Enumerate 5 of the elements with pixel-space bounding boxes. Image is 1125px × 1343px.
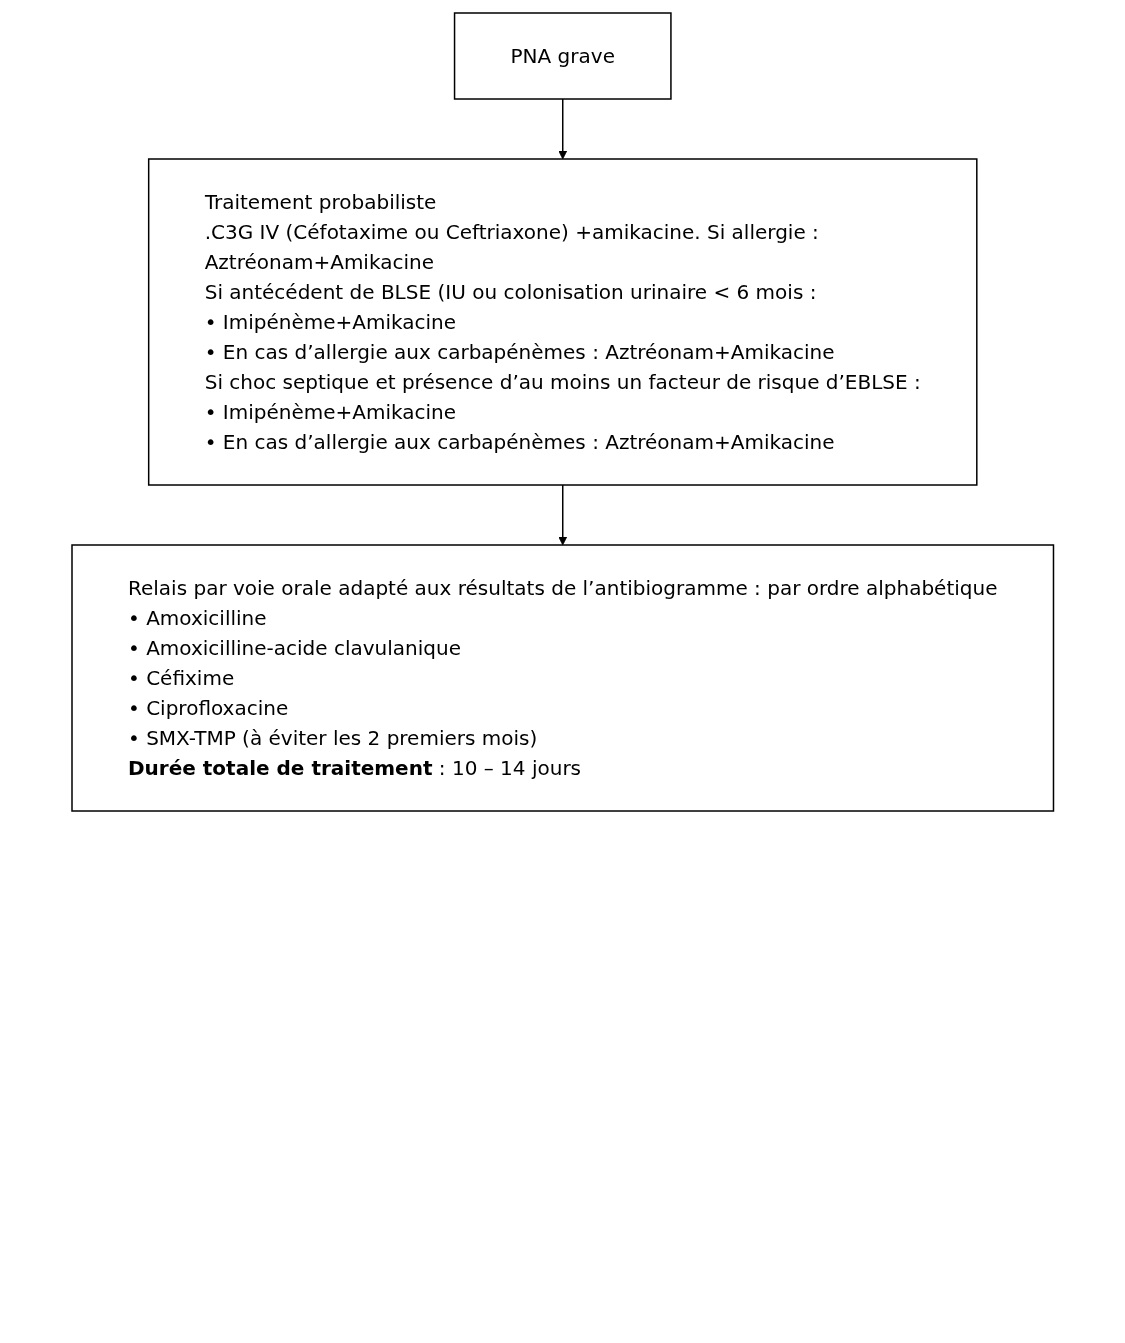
node-box: PNA grave — [453, 12, 672, 100]
arrow — [558, 484, 567, 546]
node-box: Relais par voie orale adapté aux résultats de l’antibiogramme : par ordre alphabétique • Amoxicilline • Amoxicilline-acide clavulanique • Céfixime • Ciprofloxacine • SMX-TMP (à éviter les 2 premiers mois) Durée totale de traitement : 10 – 14 jours — [71, 544, 1054, 812]
node-box: Traitement probabiliste .C3G IV (Céfotaxime ou Ceftriaxone) +amikacine. Si allergie : Aztréonam+Amikacine Si antécédent de BLSE (IU ou colonisation urinaire < 6 mois : • Imipénème+Amikacine • En cas d’allergie aux carbapénèmes : Aztréonam+Amikacine Si choc septique et présence d’au moins un facteur de risque d’EBLSE : • Imipénème+Amikacine • En cas d’allergie aux carbapénèmes : Aztréonam+Amikacine — [147, 158, 978, 486]
arrow — [558, 98, 567, 160]
